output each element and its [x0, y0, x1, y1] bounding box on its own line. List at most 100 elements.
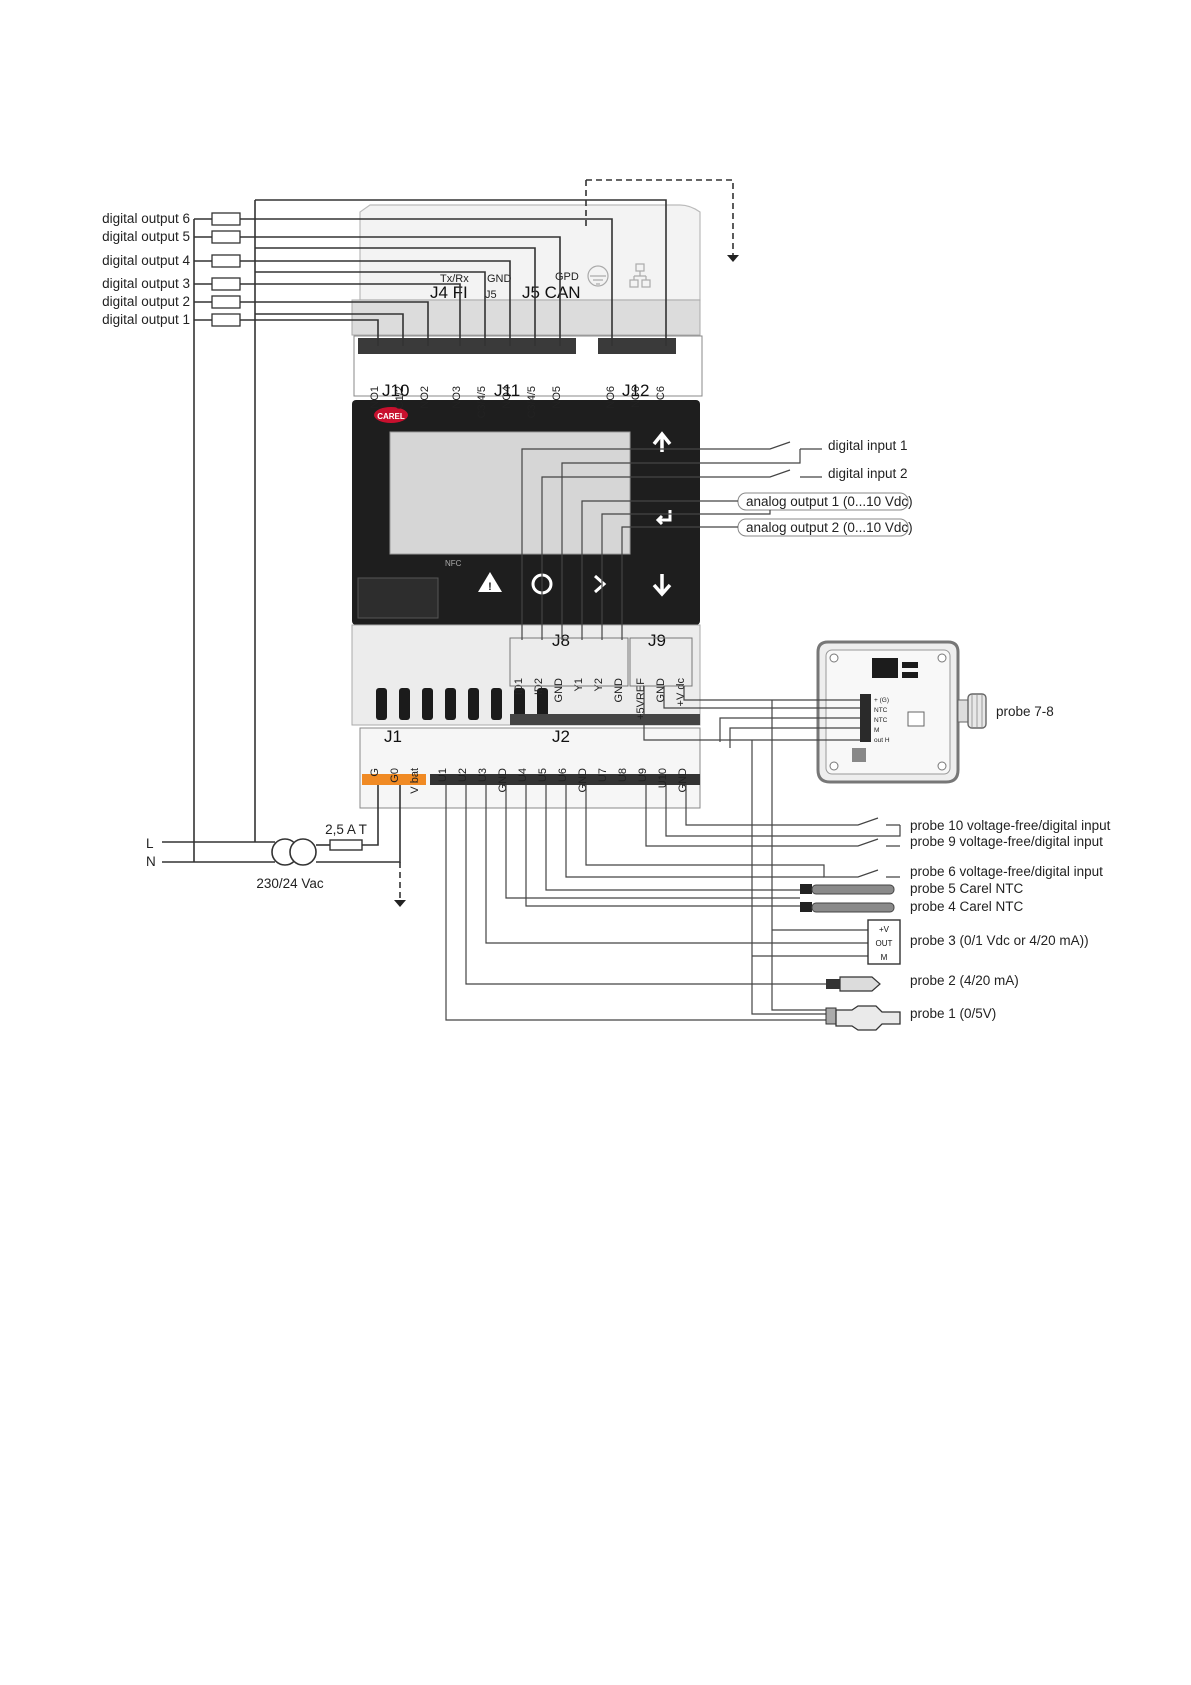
terminal-strip-j12 — [598, 338, 676, 354]
pin-j2-gnd-c: GND — [677, 768, 689, 793]
usb-port[interactable] — [357, 577, 439, 619]
probe-2-transducer — [826, 976, 881, 992]
pin-j10-no1: NO1 — [369, 386, 381, 409]
probe-3-label: probe 3 (0/1 Vdc or 4/20 mA)) — [910, 933, 1089, 948]
pin-j11-no3: NO3 — [451, 386, 463, 409]
gpd-label: GPD — [555, 271, 579, 283]
pin-j1-g0: G0 — [389, 768, 401, 783]
lcd-display — [389, 431, 631, 555]
gnd-top-label: GND — [487, 273, 512, 285]
j9-sensor-wiring — [643, 686, 860, 748]
pin-j12-no6: NO6 — [605, 386, 617, 409]
pin-j2-gnd-b: GND — [577, 768, 589, 793]
j4-label: J4 FI — [430, 283, 468, 302]
digital-input-1-label: digital input 1 — [828, 438, 908, 453]
warning-button[interactable]: ! — [478, 572, 502, 593]
sensor-terminal-g: + (G) — [874, 697, 889, 704]
sensor-terminal-out-h: out H — [874, 737, 890, 744]
earth-ground-top-icon — [727, 255, 739, 262]
probe-9-label: probe 9 voltage-free/digital input — [910, 834, 1103, 849]
digital-output-labels: digital output 6 digital output 5 digita… — [102, 211, 190, 327]
vent-slots — [376, 688, 548, 720]
right-io-labels: digital input 1 digital input 2 analog o… — [737, 438, 913, 537]
terminal-strip-j2 — [430, 774, 700, 785]
transformer-secondary — [289, 838, 317, 866]
digital-output-3-label: digital output 3 — [102, 276, 190, 291]
tx-rx-label: Tx/Rx — [440, 273, 469, 285]
terminal-strip-j1 — [362, 774, 426, 785]
pin-j9-gnd: GND — [655, 678, 667, 703]
transformer-label: 230/24 Vac — [256, 876, 324, 891]
line-n-label: N — [146, 854, 156, 869]
pin-j11-no4: NO4 — [501, 386, 513, 409]
fuse-icon — [329, 839, 363, 851]
pin-j2-u5: U5 — [537, 768, 549, 782]
probe-6-label: probe 6 voltage-free/digital input — [910, 864, 1103, 879]
carel-logo — [374, 407, 408, 423]
pin-j2-u8: U8 — [617, 768, 629, 782]
pin-j8-id2: ID2 — [533, 678, 545, 695]
connector-j12: NO6 NC6 C6 J12 — [605, 381, 667, 409]
ground-port-icon — [587, 265, 609, 287]
pin-j1-vbat: V bat — [409, 768, 421, 794]
pin-j8-y2: Y2 — [593, 678, 605, 691]
j10-tag: J10 — [382, 381, 409, 400]
probe-3-terminal-box: +V OUT M — [867, 919, 901, 965]
probe-5-label: probe 5 Carel NTC — [910, 881, 1024, 896]
pin-j2-u6: U6 — [557, 768, 569, 782]
terminal-strip-j10-j11 — [358, 338, 576, 354]
enter-button[interactable] — [655, 510, 672, 526]
digital-output-1-label: digital output 1 — [102, 312, 190, 327]
output-wiring — [193, 199, 667, 862]
sensor-terminal-ntc-a: NTC — [874, 707, 888, 714]
j1-tag: J1 — [384, 727, 402, 746]
pin-j2-u9: U9 — [637, 768, 649, 782]
pin-j12-nc6: NC6 — [630, 386, 642, 408]
pin-j8-gnd-b: GND — [613, 678, 625, 703]
pin-j8-gnd-a: GND — [553, 678, 565, 703]
pin-j2-u4: U4 — [517, 768, 529, 782]
probe-10-label: probe 10 voltage-free/digital input — [910, 818, 1111, 833]
ntc-probe-5 — [800, 884, 895, 895]
connector-j1: G G0 V bat J1 — [369, 727, 421, 794]
terminal-strip-j8-j9 — [510, 714, 700, 725]
digital-output-5-label: digital output 5 — [102, 229, 190, 244]
brand-text: CAREL — [377, 412, 405, 421]
analog-output-2-label: analog output 2 (0...10 Vdc) — [746, 520, 913, 535]
j8-tag: J8 — [552, 631, 570, 650]
pin-j9-vdc: +V dc — [675, 678, 687, 707]
j12-tag: J12 — [622, 381, 649, 400]
probe-2-label: probe 2 (4/20 mA) — [910, 973, 1019, 988]
top-port-labels: Tx/Rx GND J4 FI J5 J5 CAN GPD — [430, 263, 651, 302]
earth-ground-bottom-icon — [394, 900, 406, 907]
pin-j8-id1: ID1 — [513, 678, 525, 695]
connector-j11: NO3 C3/4/5 NO4 C3/4/5 NO5 J11 — [451, 381, 563, 418]
probe-4-label: probe 4 Carel NTC — [910, 899, 1024, 914]
analog-output-1-label: analog output 1 (0...10 Vdc) — [746, 494, 913, 509]
down-button[interactable] — [652, 574, 672, 597]
pin-j11-no5: NO5 — [551, 386, 563, 409]
digital-input-2-label: digital input 2 — [828, 466, 908, 481]
j2-tag: J2 — [552, 727, 570, 746]
pin-j9-5vref: +5VREF — [635, 678, 647, 720]
pin-j10-no2: NO2 — [419, 386, 431, 409]
j9-tag: J9 — [648, 631, 666, 650]
connector-j10: NO1 C1/2 NO2 J10 — [369, 381, 431, 409]
pin-j2-u2: U2 — [457, 768, 469, 782]
load-boxes — [211, 212, 241, 327]
controller-body: CAREL NFC ! — [351, 204, 703, 809]
nfc-label: NFC — [445, 559, 462, 568]
j12-earth-wiring — [585, 179, 739, 262]
esc-button[interactable] — [594, 574, 607, 594]
j11-tag: J11 — [494, 381, 520, 400]
probe-7-8-sensor: + (G) NTC NTC M out H probe 7-8 — [816, 640, 1054, 784]
probe-3-terminal-v: +V — [879, 925, 890, 934]
sensor-terminal-ntc-b: NTC — [874, 717, 888, 724]
pin-j12-c6: C6 — [655, 386, 667, 400]
connector-j8: ID1 ID2 GND Y1 Y2 GND J8 — [509, 631, 629, 703]
power-supply: L N 230/24 Vac 2,5 A T — [146, 785, 406, 907]
fuse-label: 2,5 A T — [325, 822, 367, 837]
pin-j2-u7: U7 — [597, 768, 609, 782]
pin-j11-c345-b: C3/4/5 — [526, 386, 538, 418]
ethernet-port-icon — [629, 263, 651, 288]
